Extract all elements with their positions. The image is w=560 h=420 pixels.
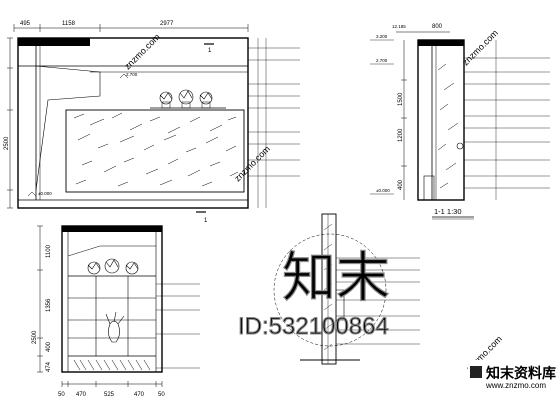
section-1-1-side-dim: 1500: [398, 92, 404, 106]
elevation-b-bottom-dim: 50: [158, 392, 165, 398]
elevation-a-level: ±0.000: [38, 191, 52, 196]
watermark-diagonal-text: znzmo.com: [460, 28, 500, 68]
watermark-overlay: znzmo.com znzmo.com znzmo.com znzmo.com …: [122, 28, 556, 390]
elevation-a-level: 2.700: [126, 72, 138, 77]
elevation-b-bottom-dim: 470: [76, 392, 87, 398]
detail-leaders: [336, 257, 420, 345]
elevation-a: 495 1158 2977 2500 2.700: [4, 21, 300, 224]
elevation-a-top-dim: 1158: [62, 21, 76, 27]
section-1-1-title: 1-1 1:30: [434, 207, 462, 216]
elevation-b-side-dim: 1356: [46, 298, 52, 312]
elevation-a-cut-marker: 1: [204, 218, 208, 224]
elevation-a-leaders: [248, 38, 300, 208]
watermark-brand: 知末资料库: [486, 365, 556, 381]
elevation-b-bottom-dim: 525: [104, 392, 115, 398]
elevation-b-side-dim: 474: [46, 361, 52, 372]
section-1-1-level: 3.200: [376, 34, 388, 39]
elevation-b-side-dim: 1100: [46, 244, 52, 258]
elevation-a-side-dim: 2500: [4, 136, 10, 150]
section-1-1-leaders: [464, 40, 550, 200]
elevation-b-side-dim: 400: [46, 341, 52, 352]
section-1-1-side-dim: 1200: [398, 128, 404, 142]
elevation-a-top-dim: 2977: [160, 21, 174, 27]
watermark-url: www.znzmo.com: [485, 381, 546, 390]
elevation-b-leaders: [156, 283, 200, 369]
section-1-1-side-dim: 400: [398, 179, 404, 190]
elevation-a-top-dim: 495: [20, 21, 31, 27]
elevation-a-cut-marker: 1: [208, 48, 212, 54]
plant-pots: [150, 89, 226, 109]
section-1-1-top-dim: 12.185: [392, 24, 406, 29]
section-1-1-top-dim: 800: [432, 24, 443, 30]
elevation-b-side-dim: 2500: [32, 330, 38, 344]
detail-section: [273, 213, 420, 365]
section-1-1: 12.185 800 3.200 2.700 ±0.000 1200 1500 …: [370, 24, 550, 220]
section-1-1-level: 2.700: [376, 58, 388, 63]
elevation-b: 2500 1100 1356 400 474: [32, 225, 200, 398]
section-1-1-level: ±0.000: [376, 188, 390, 193]
watermark-id: ID:532100864: [238, 313, 389, 340]
elevation-b-bottom-dim: 50: [58, 392, 65, 398]
watermark-logo-text: 知末: [282, 248, 390, 308]
elevation-b-bottom-dim: 470: [134, 392, 145, 398]
